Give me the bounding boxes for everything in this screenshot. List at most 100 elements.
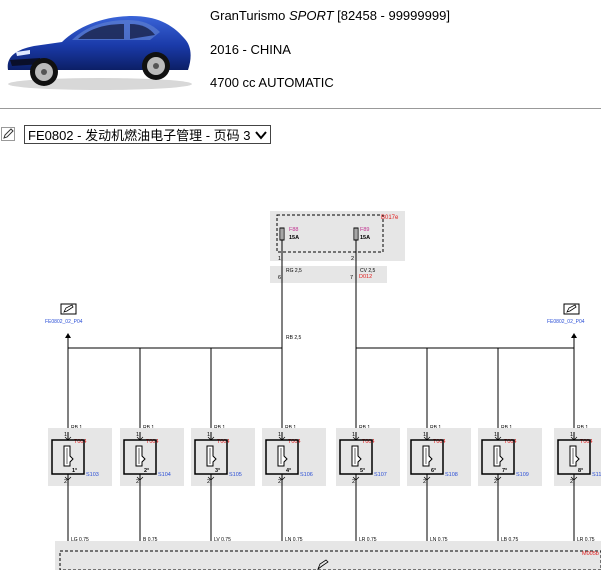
injector-icon [493, 445, 504, 467]
component-id: T004 [433, 439, 446, 445]
connector-id[interactable]: S108 [445, 472, 458, 478]
cylinder-label: 3° [215, 468, 220, 474]
page-select-value: FE0802 - 发动机燃油电子管理 - 页码 3 [28, 128, 251, 143]
model-name: GranTurismo [210, 8, 289, 23]
component-id: T004 [288, 439, 301, 445]
cylinder-label: 2° [144, 468, 149, 474]
injector-icon [569, 445, 580, 467]
model-range: [82458 - 99999999] [333, 8, 450, 23]
wire-label: CV 2,5 [360, 268, 376, 274]
connector-id[interactable]: S106 [300, 472, 313, 478]
cylinder-label: 7° [502, 468, 507, 474]
pin-out: 2 [64, 479, 67, 485]
injector-icon [206, 445, 217, 467]
page-select[interactable]: FE0802 - 发动机燃油电子管理 - 页码 3 [24, 125, 272, 144]
header-divider [0, 108, 601, 109]
fuse-rating: 15A [289, 235, 299, 241]
cylinder-label: 8° [578, 468, 583, 474]
pin-out: 2 [423, 479, 426, 485]
fuse-pin: 1 [278, 256, 281, 262]
signal-wire-label: LR 0,75 [577, 537, 595, 543]
wire-label: RG 2,5 [286, 268, 302, 274]
injector-box [191, 428, 255, 486]
model-variant: SPORT [288, 8, 334, 23]
page-ref-right[interactable]: FE0802_02_P04 [547, 303, 585, 348]
pencil-icon[interactable] [63, 304, 74, 313]
signal-wire-label: B 0,75 [143, 537, 158, 543]
pin-in: 1 [136, 432, 139, 438]
fuse-box-b017e: B017e F88 15A F89 15A 1 2 [270, 211, 405, 262]
pin-in: 1 [494, 432, 497, 438]
component-id: T004 [217, 439, 230, 445]
component-id: T004 [504, 439, 517, 445]
injector-icon [277, 445, 288, 467]
connector-pin: 7 [350, 275, 353, 281]
pin-out: 2 [136, 479, 139, 485]
pin-out: 2 [207, 479, 210, 485]
signal-wire-label: LV 0,75 [214, 537, 231, 543]
page-ref-left[interactable]: FE0802_02_P04 [45, 303, 83, 348]
signal-wire-label: LN 0,75 [285, 537, 303, 543]
injector-box [336, 428, 400, 486]
connector-id[interactable]: S103 [86, 472, 99, 478]
component-id: T004 [146, 439, 159, 445]
pin-in: 1 [352, 432, 355, 438]
connector-d012: RG 2,5 CV 2,5 6 7 D012 [270, 252, 387, 283]
pin-in: 1 [423, 432, 426, 438]
pin-in: 1 [570, 432, 573, 438]
injector-box [48, 428, 112, 486]
ecu-m005b: M005b [55, 541, 601, 570]
pin-out: 2 [352, 479, 355, 485]
fuse-name: F88 [289, 227, 298, 233]
injector-box [478, 428, 542, 486]
page-ref-label[interactable]: FE0802_02_P04 [547, 319, 585, 325]
fuse-name: F89 [360, 227, 369, 233]
connector-id: D012 [359, 274, 372, 280]
injector-icon [135, 445, 146, 467]
bus-wire-label: RB 2,5 [286, 335, 302, 341]
connector-id[interactable]: S105 [229, 472, 242, 478]
page-ref-label[interactable]: FE0802_02_P04 [45, 319, 83, 325]
pencil-icon[interactable] [317, 559, 329, 570]
vehicle-model: GranTurismo SPORT [82458 - 99999999] [210, 8, 450, 23]
fuse-rating: 15A [360, 235, 370, 241]
injector-icon [63, 445, 74, 467]
connector-id[interactable]: S110 [592, 472, 601, 478]
pin-out: 2 [494, 479, 497, 485]
ecu-id: M005b [582, 551, 599, 557]
injector-box [407, 428, 471, 486]
injector-box [262, 428, 326, 486]
signal-wire-label: LR 0,75 [359, 537, 377, 543]
pin-out: 2 [278, 479, 281, 485]
component-id: T004 [580, 439, 593, 445]
car-image [0, 0, 198, 95]
signal-wire-label: LB 0,75 [501, 537, 518, 543]
cylinder-label: 6° [431, 468, 436, 474]
injector-icon [422, 445, 433, 467]
vehicle-year-market: 2016 - CHINA [210, 42, 291, 57]
component-id: T004 [74, 439, 87, 445]
signal-wire-label: LG 0,75 [71, 537, 89, 543]
fuse-pin: 2 [351, 256, 354, 262]
pin-in: 1 [64, 432, 67, 438]
fuse-box-id: B017e [381, 215, 399, 221]
pencil-icon[interactable] [566, 304, 577, 313]
vehicle-engine: 4700 cc AUTOMATIC [210, 75, 334, 90]
pin-out: 2 [570, 479, 573, 485]
cylinder-label: 4° [286, 468, 291, 474]
injector-icon [351, 445, 362, 467]
connector-id[interactable]: S109 [516, 472, 529, 478]
connector-id[interactable]: S107 [374, 472, 387, 478]
component-id: T004 [362, 439, 375, 445]
pin-in: 1 [207, 432, 210, 438]
cylinder-label: 1° [72, 468, 77, 474]
cylinder-label: 5° [360, 468, 365, 474]
chevron-down-icon[interactable] [254, 127, 269, 143]
connector-id[interactable]: S104 [158, 472, 171, 478]
injector-box [120, 428, 184, 486]
pencil-icon[interactable] [1, 127, 15, 141]
connector-pin: 6 [278, 275, 281, 281]
pin-in: 1 [278, 432, 281, 438]
signal-wire-label: LN 0,75 [430, 537, 448, 543]
